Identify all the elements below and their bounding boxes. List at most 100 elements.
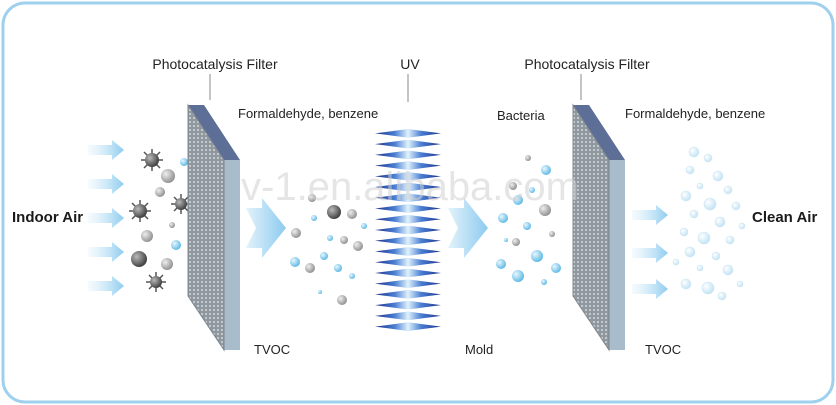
particle-bubble bbox=[291, 228, 301, 238]
particle-bubble bbox=[161, 258, 173, 270]
particle-bubble bbox=[169, 222, 175, 228]
particle-bubble bbox=[327, 235, 333, 241]
particle-bubble bbox=[541, 165, 551, 175]
particle-bubble bbox=[509, 182, 517, 190]
clean-bubble bbox=[680, 190, 692, 202]
virus-icon bbox=[129, 200, 151, 222]
clean-air-bubbles bbox=[672, 146, 746, 301]
particle-bubble bbox=[496, 259, 506, 269]
clean-bubble bbox=[722, 264, 734, 276]
particle-bubble bbox=[525, 155, 531, 161]
uv-spike bbox=[375, 257, 441, 267]
flow-arrow-icon bbox=[448, 198, 488, 258]
particles-middle-left bbox=[290, 194, 367, 305]
clean-bubble bbox=[672, 258, 680, 266]
air-arrow-icon bbox=[632, 279, 668, 299]
photocatalysis-filter-left bbox=[187, 103, 240, 352]
air-arrow-icon bbox=[88, 140, 124, 160]
virus-icon bbox=[141, 149, 163, 171]
flow-arrow-icon bbox=[246, 198, 286, 258]
label-mold: Mold bbox=[465, 342, 493, 357]
label-tvoc-left: TVOC bbox=[254, 342, 290, 357]
label-formaldehyde-right: Formaldehyde, benzene bbox=[625, 106, 765, 121]
particle-bubble bbox=[340, 236, 348, 244]
clean-bubble bbox=[697, 231, 711, 245]
air-arrow-icon bbox=[632, 243, 668, 263]
particle-bubble bbox=[141, 230, 153, 242]
particle-bubble bbox=[318, 290, 322, 294]
clean-bubble bbox=[684, 246, 696, 258]
uv-spike bbox=[375, 193, 441, 203]
clean-bubble bbox=[680, 278, 692, 290]
uv-spike bbox=[375, 290, 441, 299]
clean-bubble bbox=[723, 185, 733, 195]
uv-spike bbox=[375, 161, 441, 170]
particle-bubble bbox=[512, 238, 520, 246]
uv-spike bbox=[375, 204, 441, 213]
clean-bubble bbox=[688, 146, 700, 158]
uv-spike bbox=[375, 182, 441, 192]
clean-bubble bbox=[696, 182, 704, 190]
label-bacteria: Bacteria bbox=[497, 108, 545, 123]
particle-bubble bbox=[361, 223, 367, 229]
watermark-text: v-1.en.alibaba.com bbox=[241, 165, 579, 209]
label-uv: UV bbox=[400, 56, 420, 72]
clean-bubble bbox=[725, 235, 735, 245]
particle-bubble bbox=[327, 205, 341, 219]
clean-bubble bbox=[736, 280, 744, 288]
clean-bubble bbox=[703, 197, 717, 211]
particle-bubble bbox=[155, 187, 165, 197]
virus-icon bbox=[146, 272, 166, 292]
label-clean-air: Clean Air bbox=[752, 209, 817, 226]
clean-bubble bbox=[731, 201, 741, 211]
uv-spike bbox=[375, 236, 441, 246]
uv-lamp bbox=[375, 129, 441, 331]
particle-bubble bbox=[513, 195, 523, 205]
clean-bubble bbox=[712, 170, 724, 182]
uv-spike bbox=[375, 279, 441, 289]
air-arrow-icon bbox=[88, 242, 124, 262]
label-filter-right: Photocatalysis Filter bbox=[524, 56, 650, 72]
uv-spike bbox=[375, 150, 441, 160]
particle-bubble bbox=[320, 252, 328, 260]
particle-bubble bbox=[305, 263, 315, 273]
air-arrow-icon bbox=[632, 205, 668, 225]
particle-bubble bbox=[308, 194, 316, 202]
clean-bubble bbox=[717, 291, 727, 301]
label-formaldehyde-left: Formaldehyde, benzene bbox=[238, 106, 378, 121]
label-filter-left: Photocatalysis Filter bbox=[152, 56, 278, 72]
particle-bubble bbox=[290, 257, 300, 267]
uv-spike bbox=[375, 268, 441, 278]
particle-bubble bbox=[504, 238, 508, 242]
particle-bubble bbox=[161, 169, 175, 183]
uv-spike bbox=[375, 139, 441, 149]
clean-bubble bbox=[714, 216, 726, 228]
air-arrow-icon bbox=[88, 276, 124, 296]
particle-bubble bbox=[531, 250, 543, 262]
clean-bubble bbox=[679, 227, 689, 237]
photocatalysis-filter-right bbox=[572, 103, 625, 352]
particle-bubble bbox=[337, 295, 347, 305]
particle-bubble bbox=[541, 279, 547, 285]
particle-bubble bbox=[180, 158, 188, 166]
air-arrow-icon bbox=[88, 174, 124, 194]
particle-bubble bbox=[529, 187, 535, 193]
clean-bubble bbox=[738, 222, 746, 230]
particle-bubble bbox=[349, 273, 355, 279]
particle-bubble bbox=[549, 231, 555, 237]
clean-bubble bbox=[696, 264, 704, 272]
particle-bubble bbox=[523, 222, 531, 230]
uv-spike bbox=[375, 247, 441, 256]
uv-spike bbox=[375, 129, 441, 138]
uv-spike bbox=[375, 322, 441, 331]
uv-spike bbox=[375, 225, 441, 235]
uv-spike bbox=[375, 311, 441, 321]
particle-bubble bbox=[347, 209, 357, 219]
particle-bubble bbox=[539, 204, 551, 216]
particle-bubble bbox=[311, 215, 317, 221]
particles-bacteria bbox=[496, 155, 561, 285]
clean-bubble bbox=[689, 209, 699, 219]
uv-spike bbox=[375, 300, 441, 310]
clean-bubble bbox=[711, 251, 721, 261]
